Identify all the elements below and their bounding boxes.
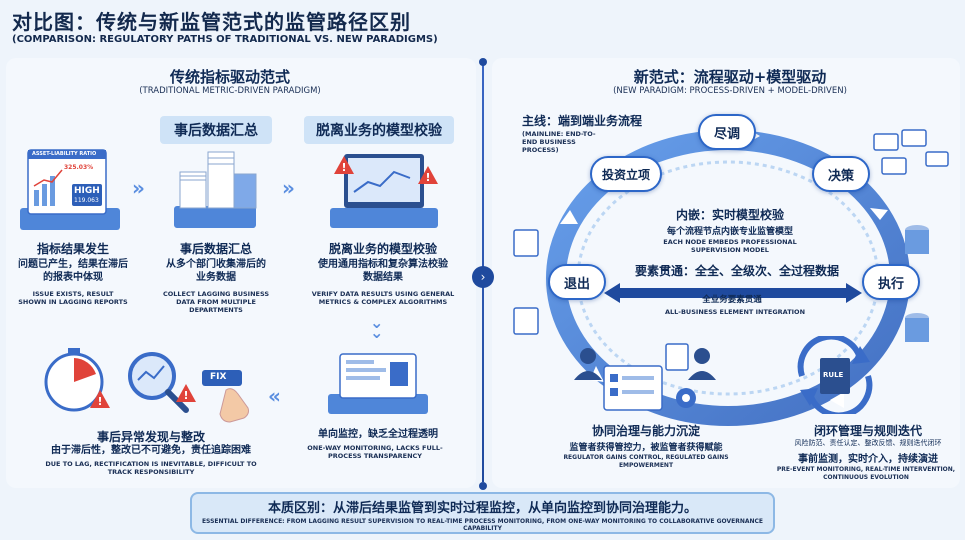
arrow-right-icon-1: » xyxy=(132,176,145,200)
step2-desc: 从多个部门收集滞后的业务数据 xyxy=(166,259,266,283)
chart-card-high-label: HIGH xyxy=(74,186,100,196)
closed-loop-desc: 事前监测，实时介入，持续演进 xyxy=(798,454,938,465)
node-juece: 决策 xyxy=(812,156,870,192)
fix-label: FIX xyxy=(210,372,227,382)
arrow-down-icon: ⌄⌄ xyxy=(370,313,384,342)
rule-book-cycle-icon: RULE xyxy=(790,333,880,419)
essential-difference-bar: 本质区别：从滞后结果监管到实时过程监控，从单向监控到协同治理能力。 ESSENT… xyxy=(190,492,775,534)
svg-text:!: ! xyxy=(342,161,347,174)
embed-en: EACH NODE EMBEDS PROFESSIONAL SUPERVISIO… xyxy=(663,238,797,254)
chart-card-title: ASSET-LIABILITY RATIO xyxy=(32,151,97,157)
step3-title: 脱离业务的模型校验 xyxy=(328,242,437,256)
divider-chevron-icon: › xyxy=(472,266,494,288)
left-heading: 传统指标驱动范式 xyxy=(169,68,290,86)
tag-model-check: 脱离业务的模型校验 xyxy=(304,116,454,144)
svg-text:!: ! xyxy=(184,389,189,402)
essential-difference-en: ESSENTIAL DIFFERENCE: FROM LAGGING RESUL… xyxy=(201,518,764,532)
collab-title: 协同治理与能力沉淀 xyxy=(591,424,700,438)
arrow-right-icon-2: » xyxy=(282,176,295,200)
arrow-left-icon-1: « xyxy=(268,384,281,408)
document-list-icon xyxy=(512,226,542,346)
chart-card-high-value: 119.063 xyxy=(74,197,99,204)
page-title: 对比图：传统与新监管范式的监管路径区别 xyxy=(12,10,411,34)
right-heading-en: (NEW PARADIGM: PROCESS-DRIVEN + MODEL-DR… xyxy=(613,86,847,96)
database-icon xyxy=(902,222,932,350)
step3-en: VERIFY DATA RESULTS USING GENERAL METRIC… xyxy=(311,290,455,306)
collaboration-icon xyxy=(566,336,726,420)
elements-arrow-label: 全业务要素贯通 xyxy=(702,295,762,305)
step2-title: 事后数据汇总 xyxy=(179,242,252,256)
monitor-warning-icon: ! ! xyxy=(314,146,454,232)
svg-text:!: ! xyxy=(98,395,103,408)
chart-card-red-value: 325.03% xyxy=(64,164,94,171)
rule-label: RULE xyxy=(823,371,844,379)
step4-en: ONE-WAY MONITORING, LACKS FULL-PROCESS T… xyxy=(307,444,443,460)
divider-dot-bottom xyxy=(479,482,487,490)
right-heading: 新范式：流程驱动+模型驱动 xyxy=(633,68,827,86)
embed-title: 内嵌：实时模型校验 xyxy=(675,208,784,222)
closed-loop-title: 闭环管理与规则迭代 xyxy=(813,424,922,438)
node-touzi: 投资立项 xyxy=(590,156,662,192)
collab-en: REGULATOR GAINS CONTROL, REGULATED GAINS… xyxy=(563,454,729,469)
node-tuichu: 退出 xyxy=(548,264,606,300)
one-way-monitor-icon xyxy=(318,350,438,416)
node-jindiao: 尽调 xyxy=(698,114,756,150)
step1-title: 指标结果发生 xyxy=(36,242,109,256)
divider-dot-top xyxy=(479,58,487,66)
node-zhixing: 执行 xyxy=(862,264,920,300)
elements-en: ALL-BUSINESS ELEMENT INTEGRATION xyxy=(664,308,806,316)
double-arrow-icon xyxy=(604,282,862,304)
stopwatch-magnifier-icon: ! ! FIX xyxy=(40,340,262,426)
closed-loop-en: PRE-EVENT MONITORING, REAL-TIME INTERVEN… xyxy=(776,466,956,481)
step1-desc: 问题已产生，结果在滞后的报表中体现 xyxy=(18,259,128,283)
mainline-en: (MAINLINE: END-TO-END BUSINESS PROCESS) xyxy=(522,130,596,154)
embed-desc: 每个流程节点内嵌专业监管模型 xyxy=(666,227,793,237)
step5-en: DUE TO LAG, RECTIFICATION IS INEVITABLE,… xyxy=(45,460,257,476)
elements-title: 要素贯通：全全、全级次、全过程数据 xyxy=(634,264,839,278)
asset-liability-chart-icon: ASSET-LIABILITY RATIO 325.03% HIGH 119.0… xyxy=(20,146,120,230)
svg-text:!: ! xyxy=(426,171,431,184)
essential-difference-title: 本质区别：从滞后结果监管到实时过程监控，从单向监控到协同治理能力。 xyxy=(267,501,697,516)
left-heading-en: (TRADITIONAL METRIC-DRIVEN PARADIGM) xyxy=(139,86,321,96)
step2-en: COLLECT LAGGING BUSINESS DATA FROM MULTI… xyxy=(162,290,270,314)
document-stacks-icon xyxy=(170,146,260,232)
step4-title: 单向监控，缺乏全过程透明 xyxy=(318,429,438,440)
page-subtitle: (COMPARISON: REGULATORY PATHS OF TRADITI… xyxy=(12,34,438,45)
closed-loop-desc-small: 风险防范、责任认定、整改反馈、规则迭代闭环 xyxy=(794,439,942,447)
step1-en: ISSUE EXISTS, RESULT SHOWN IN LAGGING RE… xyxy=(18,290,128,306)
step3-desc: 使用通用指标和复杂算法校验数据结果 xyxy=(318,259,448,283)
step5-title: 事后异常发现与整改 xyxy=(96,430,205,444)
tag-data-summary: 事后数据汇总 xyxy=(160,116,272,144)
step5-desc: 由于滞后性，整改已不可避免，责任追踪困难 xyxy=(51,445,251,456)
mainline-title: 主线：端到端业务流程 xyxy=(522,114,643,128)
computers-icon xyxy=(872,128,950,184)
collab-desc: 监管者获得管控力，被监管者获得赋能 xyxy=(569,443,723,453)
